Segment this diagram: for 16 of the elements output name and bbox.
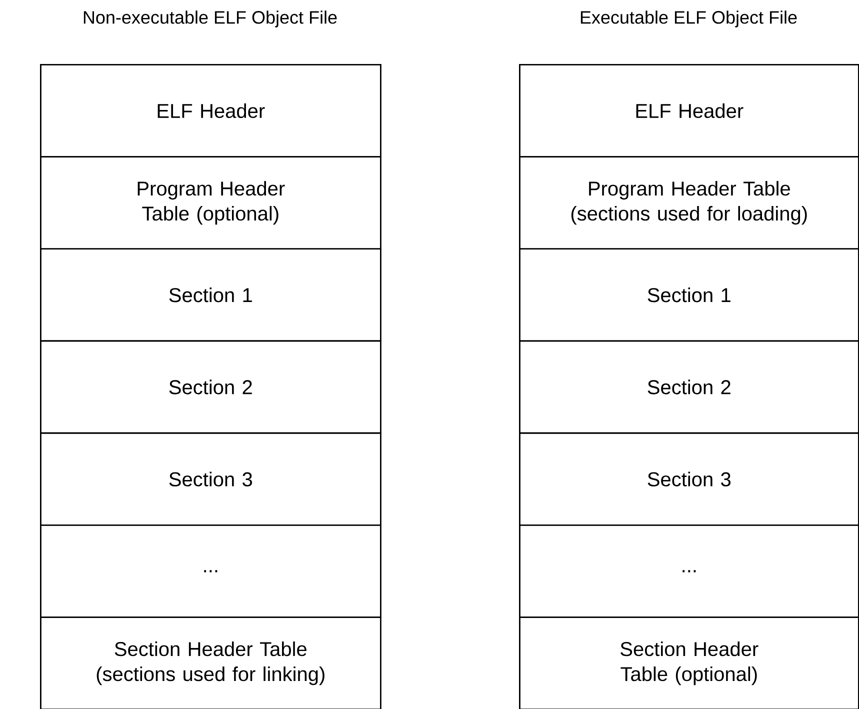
section-cell: Section 1 [519, 248, 859, 342]
section-cell: Program Header Table (optional) [40, 156, 382, 250]
section-cell: Section 2 [519, 340, 859, 434]
section-cell: ... [40, 524, 382, 618]
section-cell: ELF Header [40, 64, 382, 158]
section-cell: Program Header Table (sections used for loading) [519, 156, 859, 250]
node-label: Non-executable ELF Object File [84, 10, 337, 28]
section-cell: Section 3 [519, 432, 859, 526]
section-cell: Section Header Table (sections used for linking) [40, 616, 382, 709]
section-cell: Section 3 [40, 432, 382, 526]
section-cell: Section 2 [40, 340, 382, 434]
section-cell: ELF Header [519, 64, 859, 158]
section-cell: ... [519, 524, 859, 618]
node-label: Executable ELF Object File [580, 10, 797, 28]
section-cell: Section 1 [40, 248, 382, 342]
section-cell: Section Header Table (optional) [519, 616, 859, 709]
